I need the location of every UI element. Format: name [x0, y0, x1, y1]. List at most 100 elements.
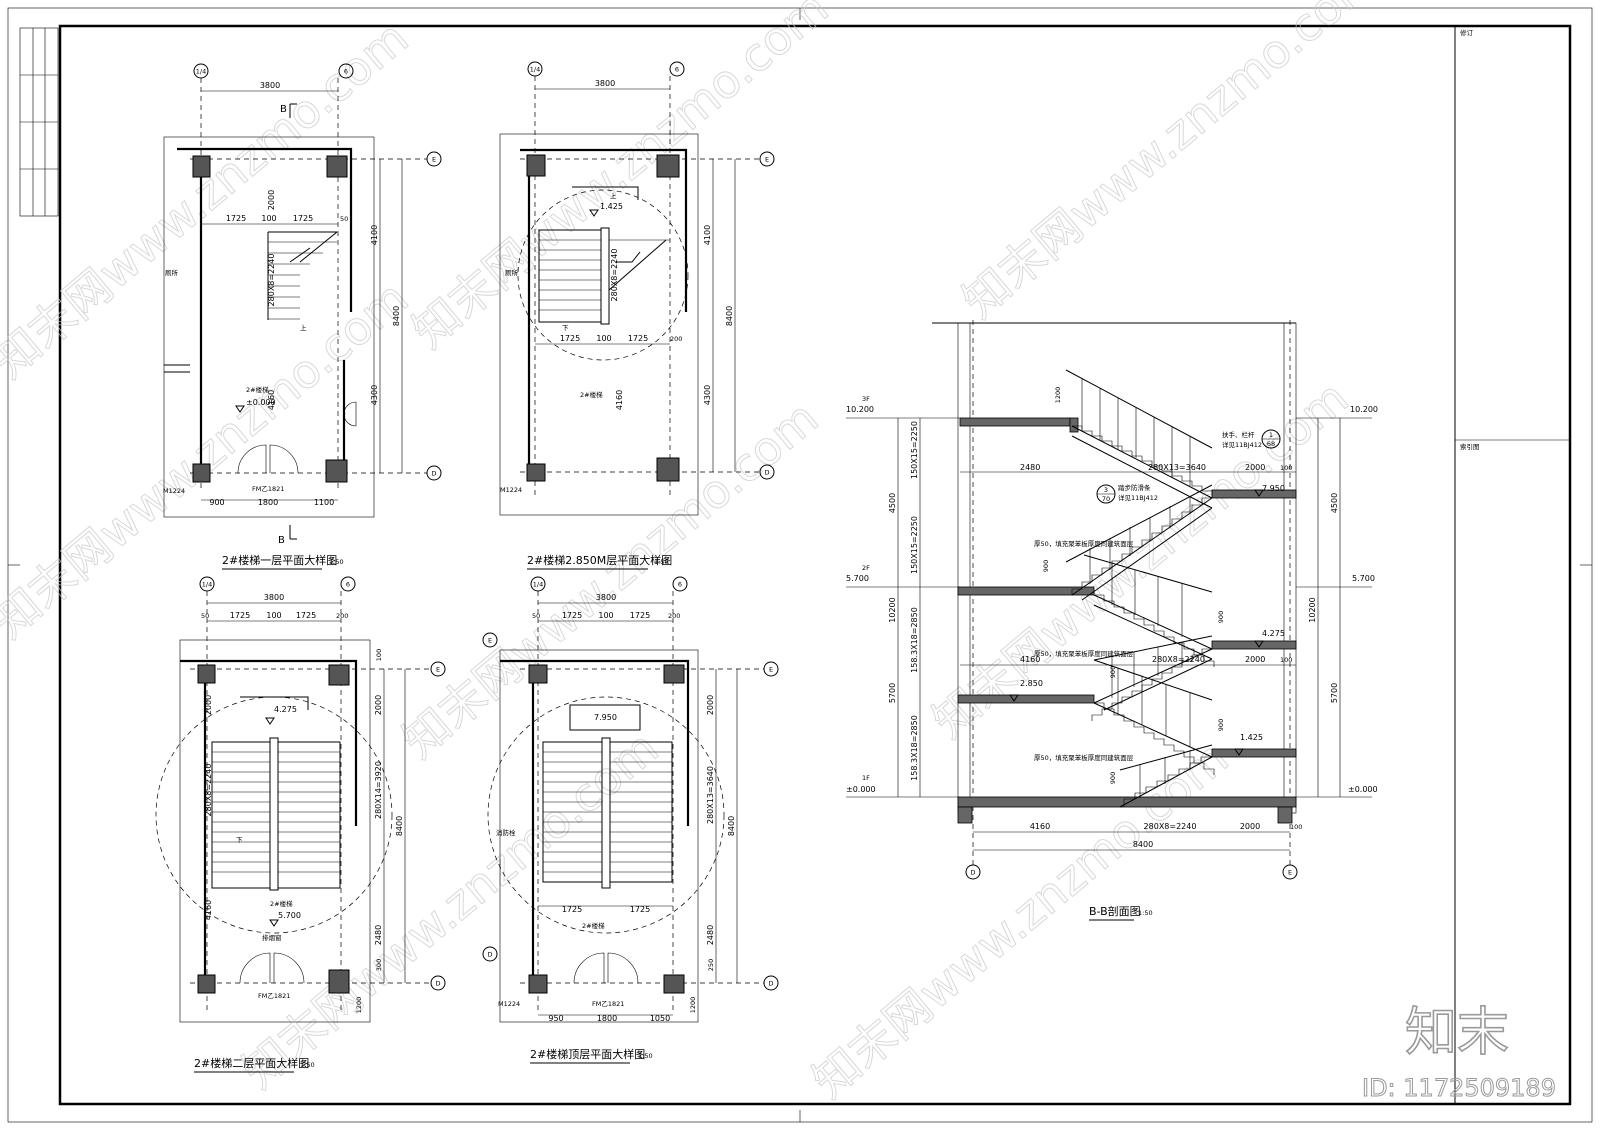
dim: 900	[1217, 719, 1225, 731]
dim: 5700	[1330, 683, 1339, 703]
section-title: B-B剖面图	[1089, 904, 1141, 918]
dim: 4160	[204, 900, 213, 920]
grid-label: E	[436, 666, 440, 674]
dim: 10200	[888, 597, 897, 622]
dim-run: 280X8=2240	[204, 764, 213, 817]
stair-up-label: 上	[610, 191, 617, 200]
dim: 1200	[689, 997, 697, 1014]
dim-run: 280X8=2240	[267, 254, 276, 307]
dim: 900	[1109, 666, 1117, 678]
dim-width: 3800	[264, 593, 284, 602]
dim: 50	[340, 215, 348, 223]
watermark-id: ID: 1172509189	[1362, 1074, 1556, 1102]
dim: 8400	[727, 816, 736, 836]
door-code: FM乙1821	[258, 992, 290, 1000]
level: 2.850	[1020, 679, 1043, 688]
dim: 100	[598, 611, 613, 620]
dim-riser: 150X15=2250	[910, 516, 919, 574]
dim: 1800	[258, 498, 278, 507]
dim: 2480	[374, 925, 383, 945]
revision-label: 修订	[1460, 28, 1474, 37]
plan4-scale: 1:50	[638, 1052, 653, 1060]
sheet-frame: 修订 索引图	[7, 7, 1593, 1123]
section-cut-mark: B	[278, 535, 285, 546]
dim: 1725	[296, 611, 316, 620]
dim: 4300	[370, 385, 379, 405]
handrails	[1065, 369, 1213, 798]
dim: 1200	[1054, 387, 1062, 404]
dim: 4100	[370, 225, 379, 245]
dim: 50	[201, 612, 209, 620]
floor-mark: 2F	[862, 564, 870, 572]
stair-name: 2#楼梯	[580, 390, 603, 399]
door-code: FM乙1821	[252, 485, 284, 493]
slab-note: 厚50，填充聚苯板厚度同建筑面层	[1034, 649, 1134, 658]
plan-mezzanine: 1/4 6 E D 3800 上 1.425	[499, 61, 775, 570]
level: 10.200	[846, 405, 874, 414]
grid-label: 1/4	[196, 68, 206, 76]
dim: 200	[668, 612, 680, 620]
stair-treads	[267, 231, 338, 320]
door-code: FM乙1821	[592, 1000, 624, 1008]
stair-name: 2#楼梯	[246, 385, 269, 394]
section-steps	[1071, 425, 1215, 807]
grid-label: D	[431, 470, 436, 478]
stair-up-label: 上	[300, 323, 307, 332]
grid-label: E	[488, 637, 492, 645]
level: ±0.000	[1348, 785, 1378, 794]
dim: 4160	[1020, 655, 1040, 664]
slab-note: 厚50，填充聚苯板厚度同建筑面层	[1034, 539, 1134, 548]
grid-label: D	[764, 469, 769, 477]
grid-label: D	[487, 951, 492, 959]
stair-down-label: 下	[236, 836, 243, 844]
dim: 10200	[1308, 597, 1317, 622]
dim: 4500	[888, 493, 897, 513]
dim-run: 280X8=2240	[610, 249, 619, 302]
level: 7.950	[594, 713, 617, 722]
plan4-title: 2#楼梯顶层平面大样图	[530, 1047, 645, 1061]
antislip-ref: 详见11BJ412	[1118, 493, 1158, 502]
grid-label: D	[768, 980, 773, 988]
dim: 200	[336, 612, 348, 620]
dim: 900	[1109, 772, 1117, 784]
level: 10.200	[1350, 405, 1378, 414]
dim: 4100	[703, 225, 712, 245]
level: 7.950	[1262, 484, 1285, 493]
stair-name: 2#楼梯	[270, 899, 293, 908]
dim: 200	[670, 335, 682, 343]
window-code: M1224	[163, 487, 185, 495]
plan3-scale: 1:50	[300, 1061, 315, 1069]
dim-run: 280X13=3640	[1148, 463, 1206, 472]
stair-treads	[538, 227, 670, 325]
dim: 2000	[1245, 655, 1265, 664]
plan-top-floor: 1/4 6 E E D D 3800 50 1725 100 1725 200 …	[482, 576, 779, 1064]
grid-label: E	[765, 156, 769, 164]
dim: 1725	[628, 334, 648, 343]
plan-second-floor: 1/4 6 E D 3800 50 1725 100 1725 200 4.27…	[155, 576, 446, 1073]
dim: 900	[209, 498, 224, 507]
window-code: M1224	[498, 1000, 520, 1008]
grid-label: 1/4	[530, 66, 540, 74]
dim: 4160	[1030, 822, 1050, 831]
dim: 1725	[560, 334, 580, 343]
slab-note: 厚50，填充聚苯板厚度同建筑面层	[1034, 753, 1134, 762]
level: 5.700	[846, 574, 869, 583]
dim: 8400	[395, 816, 404, 836]
dim: 1725	[630, 905, 650, 914]
watermark-site-5: 知末网www.znzmo.com	[392, 390, 828, 768]
grid-label: D	[435, 980, 440, 988]
dim-run: 280X13=3640	[706, 766, 715, 824]
level: 5.700	[278, 911, 301, 920]
grid-label: E	[432, 156, 436, 164]
watermark-site-6: 知末网www.znzmo.com	[922, 370, 1358, 748]
dim: 2000	[267, 190, 276, 210]
dim-width: 3800	[596, 593, 616, 602]
detail-ref: 1	[1269, 431, 1273, 439]
level: ±0.000	[246, 398, 276, 407]
level: 5.700	[1352, 574, 1375, 583]
dim: 4500	[1330, 493, 1339, 513]
dim: 2000	[1240, 822, 1260, 831]
plan1-scale: 1:50	[329, 558, 344, 566]
dim: 8400	[1133, 840, 1153, 849]
dim-riser: 158.3X18=2850	[910, 607, 919, 673]
